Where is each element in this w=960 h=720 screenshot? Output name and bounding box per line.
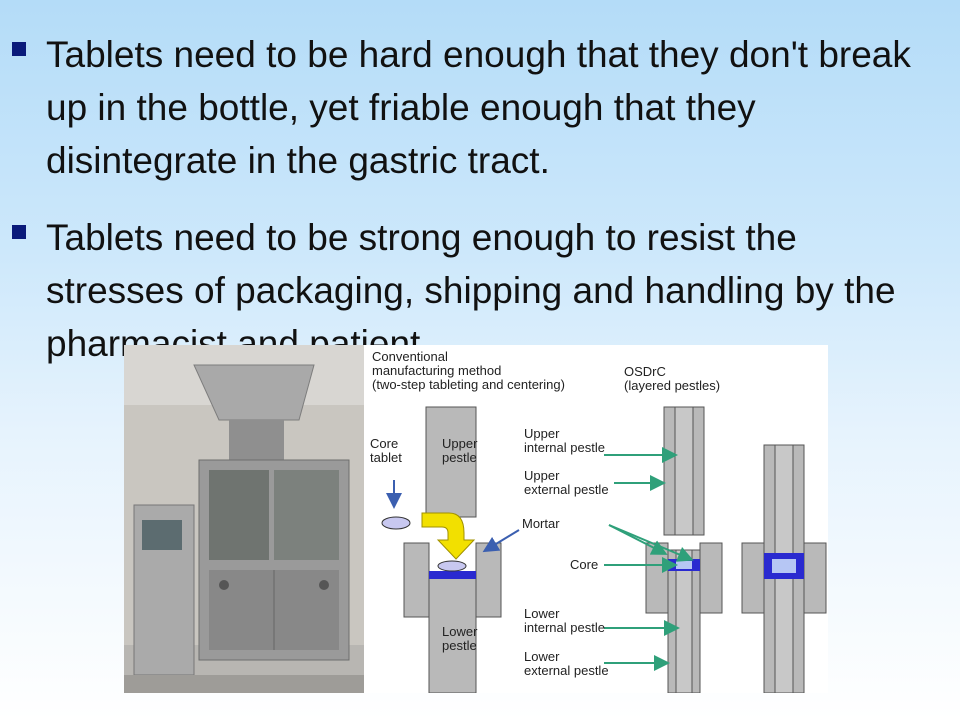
lower-pestle-label: Lower pestle bbox=[442, 624, 478, 653]
mortar-label: Mortar bbox=[522, 516, 560, 531]
bullet-text: Tablets need to be hard enough that they… bbox=[46, 34, 911, 181]
osdrc-title: OSDrC (layered pestles) bbox=[624, 364, 721, 393]
bullet-item: Tablets need to be hard enough that they… bbox=[12, 28, 942, 187]
square-bullet-icon bbox=[12, 42, 26, 56]
upper-external-pestle-label: Upper external pestle bbox=[524, 468, 609, 497]
upper-internal-pestle-label: Upper internal pestle bbox=[524, 426, 605, 455]
upper-pestle bbox=[425, 406, 477, 518]
conventional-method-title: Conventional manufacturing method (two-s… bbox=[372, 349, 565, 392]
lower-internal-pestle-label: Lower internal pestle bbox=[524, 606, 605, 635]
tablet-press-machine-photo bbox=[124, 345, 364, 693]
upper-pestle-label: Upper pestle bbox=[442, 436, 478, 465]
lower-external-pestle-label: Lower external pestle bbox=[524, 649, 609, 678]
mortar-left bbox=[403, 542, 430, 618]
square-bullet-icon bbox=[12, 225, 26, 239]
bullet-list: Tablets need to be hard enough that they… bbox=[12, 28, 942, 394]
core-tablet-label: Core tablet bbox=[370, 436, 402, 465]
bullet-text: Tablets need to be strong enough to resi… bbox=[46, 217, 896, 364]
tableting-figure: Conventional manufacturing method (two-s… bbox=[124, 345, 828, 693]
mortar-right bbox=[475, 542, 502, 618]
core-label: Core bbox=[570, 557, 599, 572]
pestle-diagram bbox=[381, 406, 827, 693]
core-layer bbox=[429, 571, 476, 579]
bullet-item: Tablets need to be strong enough to resi… bbox=[12, 211, 942, 370]
lower-pestle bbox=[428, 576, 477, 693]
